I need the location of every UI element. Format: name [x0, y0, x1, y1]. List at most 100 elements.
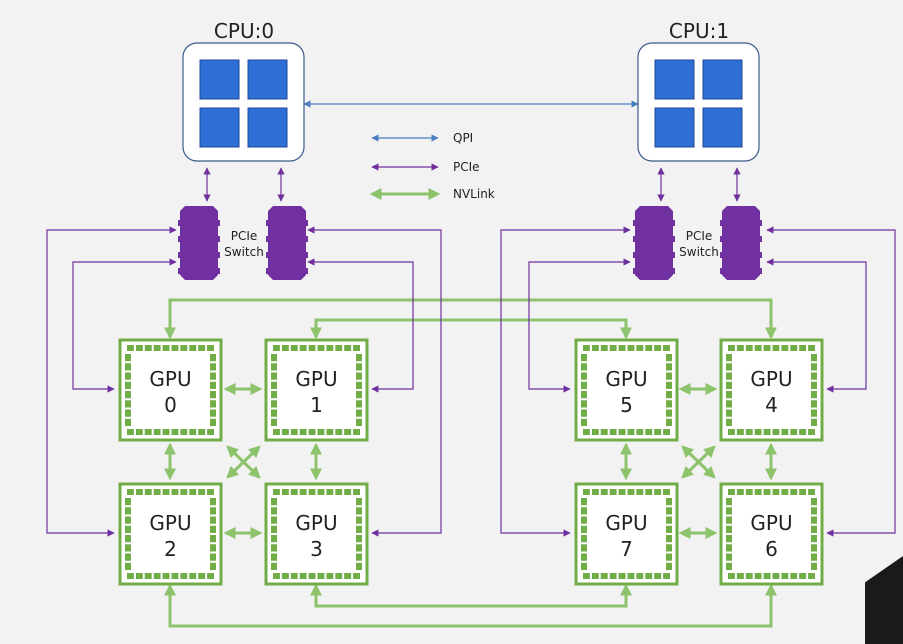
nvlink-links — [164, 298, 777, 628]
gpu-pin — [207, 573, 214, 579]
gpu-pin — [754, 429, 762, 435]
gpu-pin — [726, 409, 732, 417]
gpu-pin — [772, 573, 780, 579]
gpu-pin — [811, 400, 817, 408]
gpu-pin — [125, 409, 131, 417]
gpu-pin — [666, 498, 672, 506]
gpu-pin — [356, 363, 362, 371]
pcie-switch-chip — [722, 206, 760, 280]
gpu-pin — [618, 573, 626, 579]
gpu-pin — [726, 381, 732, 389]
gpu-pin — [153, 489, 161, 495]
switch-pin — [306, 220, 308, 226]
gpu-pin — [666, 354, 672, 362]
gpu-pin — [308, 345, 316, 351]
gpu-pin — [317, 573, 325, 579]
gpu-box — [574, 482, 679, 586]
switch-label-line1: PCIe — [231, 229, 258, 243]
gpu-pin — [144, 489, 152, 495]
gpu-pin — [125, 525, 131, 533]
gpu-label-line1: GPU — [149, 511, 191, 535]
switch-pin — [266, 220, 268, 226]
gpu-pin — [728, 573, 735, 579]
gpu-pin — [583, 573, 590, 579]
gpu-label-line2: 7 — [620, 537, 633, 561]
gpu-pin — [135, 489, 143, 495]
gpu-pin — [666, 391, 672, 399]
switch-pin — [306, 252, 308, 258]
gpu-pin — [162, 429, 170, 435]
nvlink-gpu2-gpu6 — [164, 583, 777, 628]
gpu-label-line1: GPU — [750, 367, 792, 391]
legend-item-nvlink: NVLink — [369, 187, 495, 201]
gpu-pin — [180, 573, 188, 579]
gpu-pin — [344, 429, 352, 435]
switch-label-line2: Switch — [679, 245, 719, 259]
gpu-pin — [763, 429, 771, 435]
nvlink-gpu1-gpu5 — [310, 318, 632, 340]
gpu-pin — [271, 372, 277, 380]
gpu-pin — [726, 354, 732, 362]
gpu-pin — [581, 363, 587, 371]
gpu-pin — [666, 535, 672, 543]
switch-pin — [178, 252, 180, 258]
gpu-pin — [581, 544, 587, 552]
gpu-pin — [808, 573, 815, 579]
gpu-pin — [210, 409, 216, 417]
gpu-pin — [281, 489, 289, 495]
gpu-pin — [299, 573, 307, 579]
gpu-pin — [790, 345, 798, 351]
gpu-pin — [666, 372, 672, 380]
gpu-pin — [356, 516, 362, 524]
nvlink-gpu1-gpu2 — [226, 445, 261, 479]
gpu-pin — [271, 516, 277, 524]
gpu-pin — [581, 562, 587, 570]
nvlink-gpu4-gpu7 — [681, 445, 716, 479]
switch-pin — [720, 236, 722, 242]
switch-pin — [218, 268, 220, 274]
cpu-label: CPU:1 — [669, 19, 729, 43]
gpu-pin — [125, 553, 131, 561]
switch-pin — [720, 220, 722, 226]
switch-pin — [266, 268, 268, 274]
gpu-pin — [600, 429, 608, 435]
gpu-pin — [127, 429, 134, 435]
gpu-pin — [581, 507, 587, 515]
gpu-pin — [153, 345, 161, 351]
gpu-pin — [353, 489, 360, 495]
gpu-pin — [627, 345, 635, 351]
gpu-pin — [135, 345, 143, 351]
gpu-pin — [811, 553, 817, 561]
gpu-pin — [335, 489, 343, 495]
gpu-pin — [666, 400, 672, 408]
gpu-pin — [745, 489, 753, 495]
gpu-pin — [581, 409, 587, 417]
gpu-label-line2: 6 — [765, 537, 778, 561]
gpu-pin — [335, 573, 343, 579]
gpu-pin — [210, 418, 216, 426]
gpu-pin — [180, 429, 188, 435]
switch-pin — [178, 236, 180, 242]
gpu-pin — [781, 429, 789, 435]
gpu-pin — [811, 409, 817, 417]
gpu-pin — [127, 345, 134, 351]
gpu-pin — [271, 418, 277, 426]
gpu-pin — [811, 372, 817, 380]
pcie-switch-chip — [180, 206, 218, 280]
gpu-label-line1: GPU — [605, 511, 647, 535]
gpu-pin — [618, 429, 626, 435]
gpu-pin — [726, 516, 732, 524]
gpu-pin — [666, 507, 672, 515]
gpu-pin — [645, 429, 653, 435]
gpu-pin — [581, 553, 587, 561]
gpu-pin — [609, 489, 617, 495]
gpu-pin — [273, 573, 280, 579]
gpu-pin — [736, 345, 744, 351]
gpu-pin — [271, 400, 277, 408]
switch-pin — [306, 236, 308, 242]
gpu-pin — [811, 381, 817, 389]
gpu-pin — [666, 418, 672, 426]
gpu-pin — [811, 507, 817, 515]
gpu-pin — [726, 525, 732, 533]
